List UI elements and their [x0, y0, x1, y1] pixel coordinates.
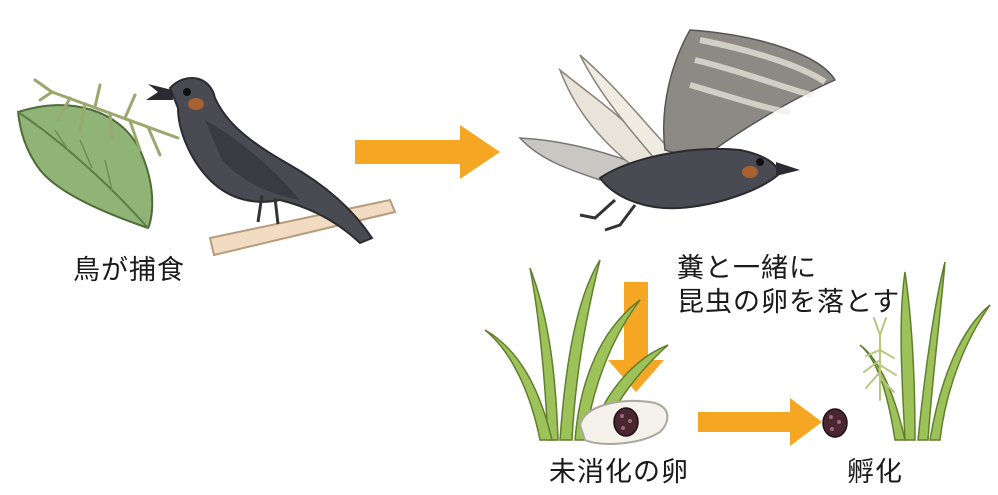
egg-icon — [614, 408, 638, 436]
bird-flying-icon — [520, 30, 835, 230]
label-drop-eggs-line1: 糞と一緒に — [677, 252, 900, 286]
label-undigested-egg: 未消化の卵 — [549, 456, 689, 490]
egg-icon — [823, 409, 847, 437]
bird-perched-icon — [146, 78, 372, 243]
label-drop-eggs: 糞と一緒に 昆虫の卵を落とす — [677, 252, 900, 320]
label-drop-eggs-line2: 昆虫の卵を落とす — [677, 286, 900, 320]
label-hatch: 孵化 — [847, 456, 903, 490]
label-bird-eats: 鳥が捕食 — [73, 254, 185, 288]
arrow-right-1 — [355, 125, 500, 179]
arrow-right-2 — [698, 398, 822, 446]
branch-icon — [210, 200, 395, 255]
nymph-icon — [864, 318, 896, 400]
